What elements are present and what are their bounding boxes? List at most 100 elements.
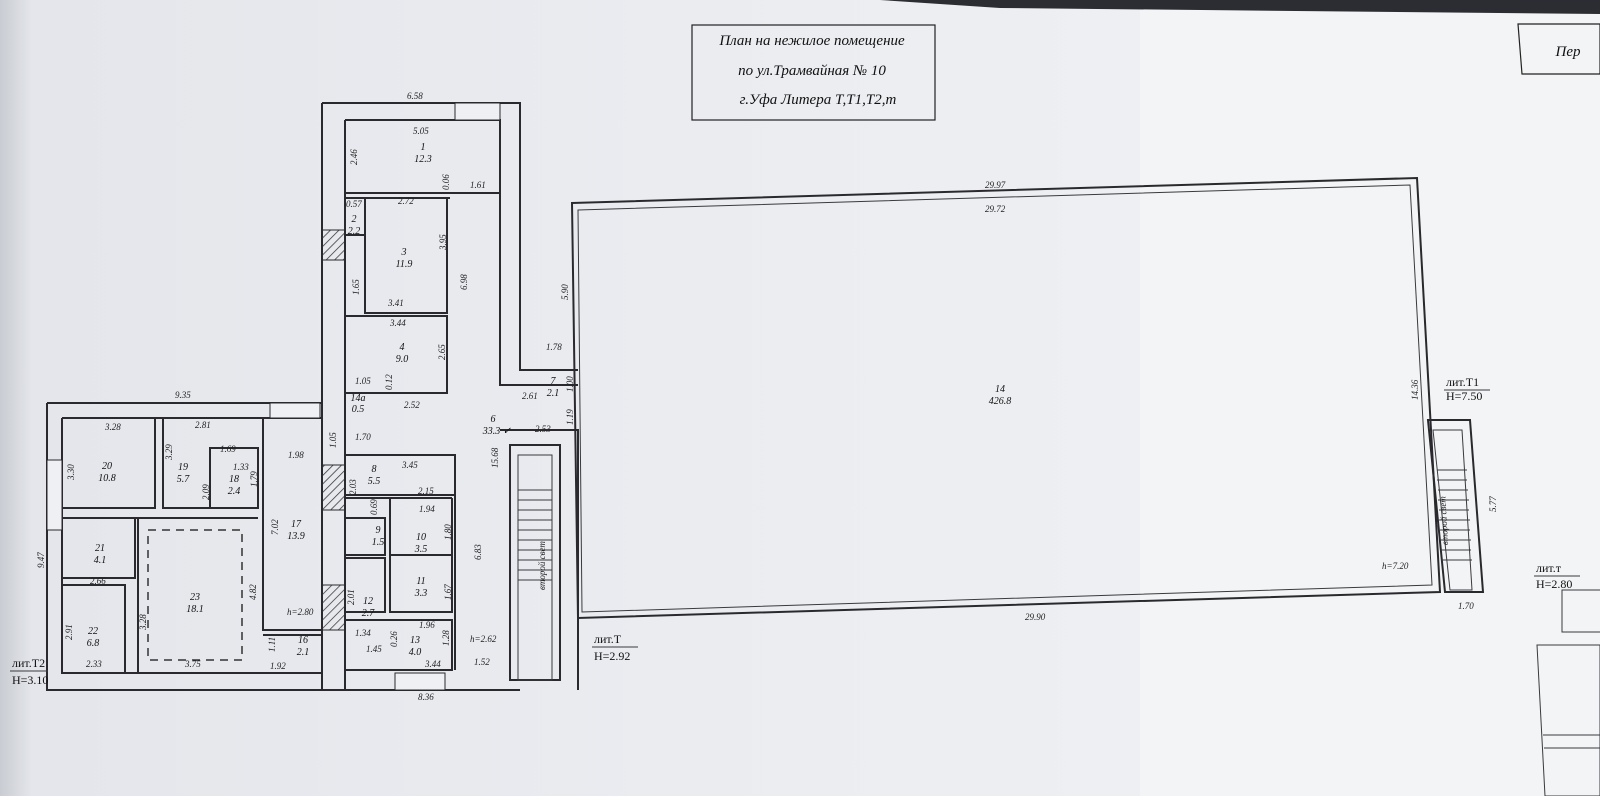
room-label: 4 — [400, 342, 405, 353]
dimension-label: 3.28 — [104, 422, 121, 432]
room-label: 4.0 — [409, 647, 422, 658]
dimension-label: 0.69 — [369, 499, 379, 515]
dimension-label: 1.67 — [443, 584, 453, 600]
label: лит.Т1 — [1446, 375, 1479, 389]
dimension-label: h=2.80 — [287, 607, 314, 617]
dimension-label: 1.33 — [233, 462, 249, 472]
room-label: 19 — [178, 462, 188, 473]
dimension-label: 1.78 — [546, 342, 562, 352]
dimension-label: 3.75 — [184, 659, 201, 669]
dimension-label: 4.82 — [248, 584, 258, 600]
title-block: План на нежилое помещение по ул.Трамвайн… — [691, 24, 936, 121]
dimension-label: 3.41 — [387, 298, 404, 308]
room-label: 20 — [102, 461, 112, 472]
room-label: 6 — [491, 414, 496, 425]
stair-label-right: второй свет — [1437, 496, 1450, 546]
room-label: 16 — [298, 635, 308, 646]
dimension-label: 1.52 — [474, 657, 490, 667]
title-line-2: по ул.Трамвайная № 10 — [738, 63, 886, 79]
stairwell-left: второй свет — [509, 444, 561, 681]
room-label: 9 — [376, 525, 381, 536]
room-label: 18.1 — [186, 604, 204, 615]
dimension-label: 14.36 — [1410, 379, 1420, 400]
room-label: 2.1 — [297, 647, 310, 658]
room-label: 5.5 — [368, 476, 381, 487]
room-label: 1.5 — [372, 537, 385, 548]
dimension-label: 2.09 — [201, 484, 211, 500]
dimension-label: 2.46 — [349, 149, 359, 165]
dimension-label: 3.44 — [389, 318, 406, 328]
stair-label: второй свет — [537, 541, 547, 590]
room-label: 12.3 — [414, 154, 432, 165]
room-label: 426.8 — [989, 396, 1012, 407]
label: H=3.10 — [12, 673, 48, 687]
dimension-label: 1.70 — [1458, 601, 1474, 611]
room-13: 134.0 — [409, 635, 422, 658]
room-label: 18 — [229, 474, 239, 485]
dimension-label: 3.44 — [424, 659, 441, 669]
dimension-label: 2.66 — [90, 576, 106, 586]
dimension-label: 2.91 — [64, 624, 74, 640]
room-label: 13 — [410, 635, 420, 646]
dimension-label: 1.05 — [355, 376, 371, 386]
room-3: 311.9 — [396, 247, 413, 270]
room-label: 17 — [291, 519, 302, 530]
dimension-label: 0.06 — [441, 174, 451, 190]
room-4: 49.0 — [396, 342, 409, 365]
room-label: 2.1 — [547, 388, 560, 399]
stamp-box-fragments — [1536, 589, 1600, 796]
room-label: 2.4 — [228, 486, 241, 497]
stairwell-right: второй свет — [1426, 419, 1485, 593]
dimension-label: 3.29 — [164, 444, 174, 461]
dimension-label: h=2.62 — [470, 634, 497, 644]
hatched-wall — [321, 584, 346, 631]
room-8: 85.5 — [368, 464, 381, 487]
dimension-label: 3.28 — [138, 614, 148, 631]
dimension-label: 2.33 — [86, 659, 102, 669]
room-7: 72.1 — [547, 376, 560, 399]
dimension-label: 1.45 — [366, 644, 382, 654]
label: лит.т — [1536, 561, 1562, 575]
room-label: 23 — [190, 592, 200, 603]
dimension-label: 2.01 — [346, 589, 356, 605]
room-label: 0.5 — [352, 404, 365, 415]
side-box: Пер — [1517, 23, 1600, 75]
dimension-label: 1.79 — [249, 471, 259, 487]
dimension-label: 1.61 — [470, 180, 486, 190]
room-19: 195.7 — [177, 462, 191, 485]
dimension-label: 1.98 — [288, 450, 304, 460]
dimension-labels: 9.35 3.28 2.81 1.69 1.33 1.79 2.09 3.29 … — [36, 91, 1498, 702]
room-6: 633.3 ✓ — [482, 414, 512, 437]
dimension-label: 2.03 — [348, 479, 358, 495]
dimension-label: 29.97 — [985, 180, 1006, 190]
dimension-label: 2.61 — [522, 391, 538, 401]
dimension-label: 5.77 — [1488, 496, 1498, 512]
room-label: 5.7 — [177, 474, 191, 485]
dimension-label: 3.95 — [438, 234, 448, 251]
dimension-label: 8.36 — [418, 692, 434, 702]
dimension-label: 0.12 — [384, 374, 394, 390]
dimension-label: 1.96 — [419, 620, 435, 630]
dimension-label: 1.28 — [441, 630, 451, 646]
room-label: 10 — [416, 532, 426, 543]
dimension-label: 2.65 — [437, 344, 447, 360]
dimension-label: 2.81 — [195, 420, 211, 430]
room-label: 22 — [88, 626, 98, 637]
top-shadow — [880, 0, 1600, 14]
dimension-label: 2.15 — [418, 486, 434, 496]
label: H=2.92 — [594, 649, 630, 663]
liter-labels: лит.Т2H=3.10 лит.ТH=2.92 лит.Т1H=7.50 ли… — [10, 375, 1580, 687]
hatched-wall — [321, 464, 346, 511]
dimension-label: 1.92 — [270, 661, 286, 671]
room-label: 7 — [551, 376, 557, 387]
side-box-label: Пер — [1555, 44, 1581, 60]
dimension-label: 3.30 — [66, 464, 76, 481]
dimension-label: 5.05 — [413, 126, 429, 136]
dimension-label: 1.70 — [355, 432, 371, 442]
room-12: 122.7 — [362, 596, 376, 619]
room-22: 226.8 — [87, 626, 100, 649]
